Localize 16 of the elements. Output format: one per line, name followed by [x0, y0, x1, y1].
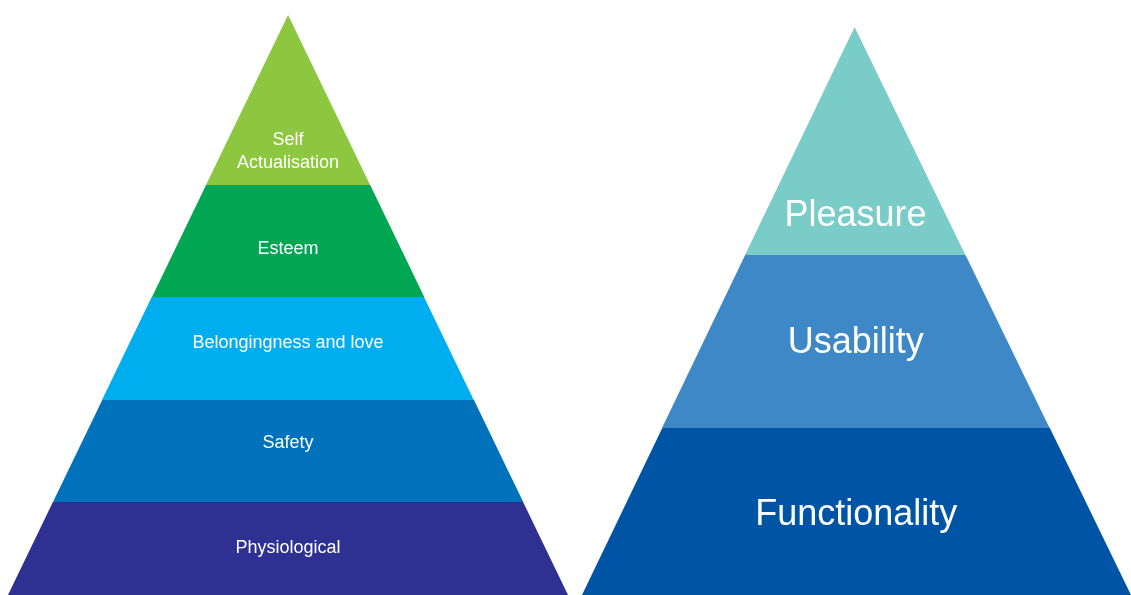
tier-label: Functionality [754, 490, 959, 535]
pyramid-tier [8, 502, 568, 595]
tier-label: Self Actualisation [235, 127, 340, 173]
tier-label: Belongingness and love [191, 330, 385, 354]
pyramid-tier [102, 297, 474, 400]
pyramid-tier [662, 255, 1050, 428]
pyramid-tier [151, 185, 425, 297]
pyramid-tier [205, 15, 371, 185]
tier-label: Physiological [234, 535, 342, 559]
pyramid-tier [745, 27, 966, 255]
pyramid-tier [582, 428, 1131, 595]
tier-label: Usability [786, 318, 925, 363]
tier-label: Pleasure [783, 191, 928, 236]
tier-label: Esteem [256, 236, 320, 260]
pyramid-tier [52, 400, 524, 502]
tier-label: Safety [261, 430, 315, 454]
